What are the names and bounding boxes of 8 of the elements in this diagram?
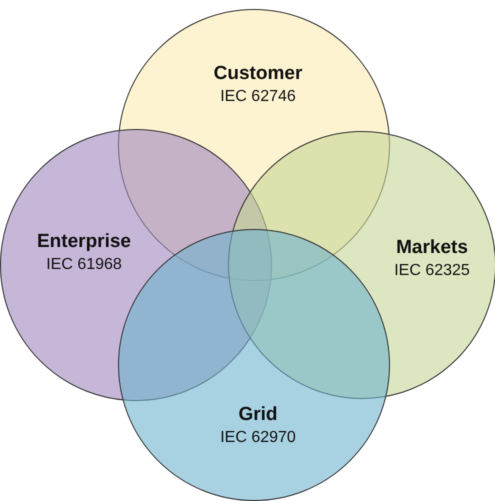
circle-title: Markets	[396, 236, 468, 260]
standard-code: IEC 61968	[46, 255, 122, 275]
circle-title: Grid	[238, 403, 278, 427]
standard-code: IEC 62970	[220, 428, 296, 448]
standard-code: IEC 62746	[220, 87, 296, 107]
circle-title: Enterprise	[37, 230, 131, 254]
standard-code: IEC 62325	[394, 261, 470, 281]
circle-title: Customer	[214, 62, 302, 86]
